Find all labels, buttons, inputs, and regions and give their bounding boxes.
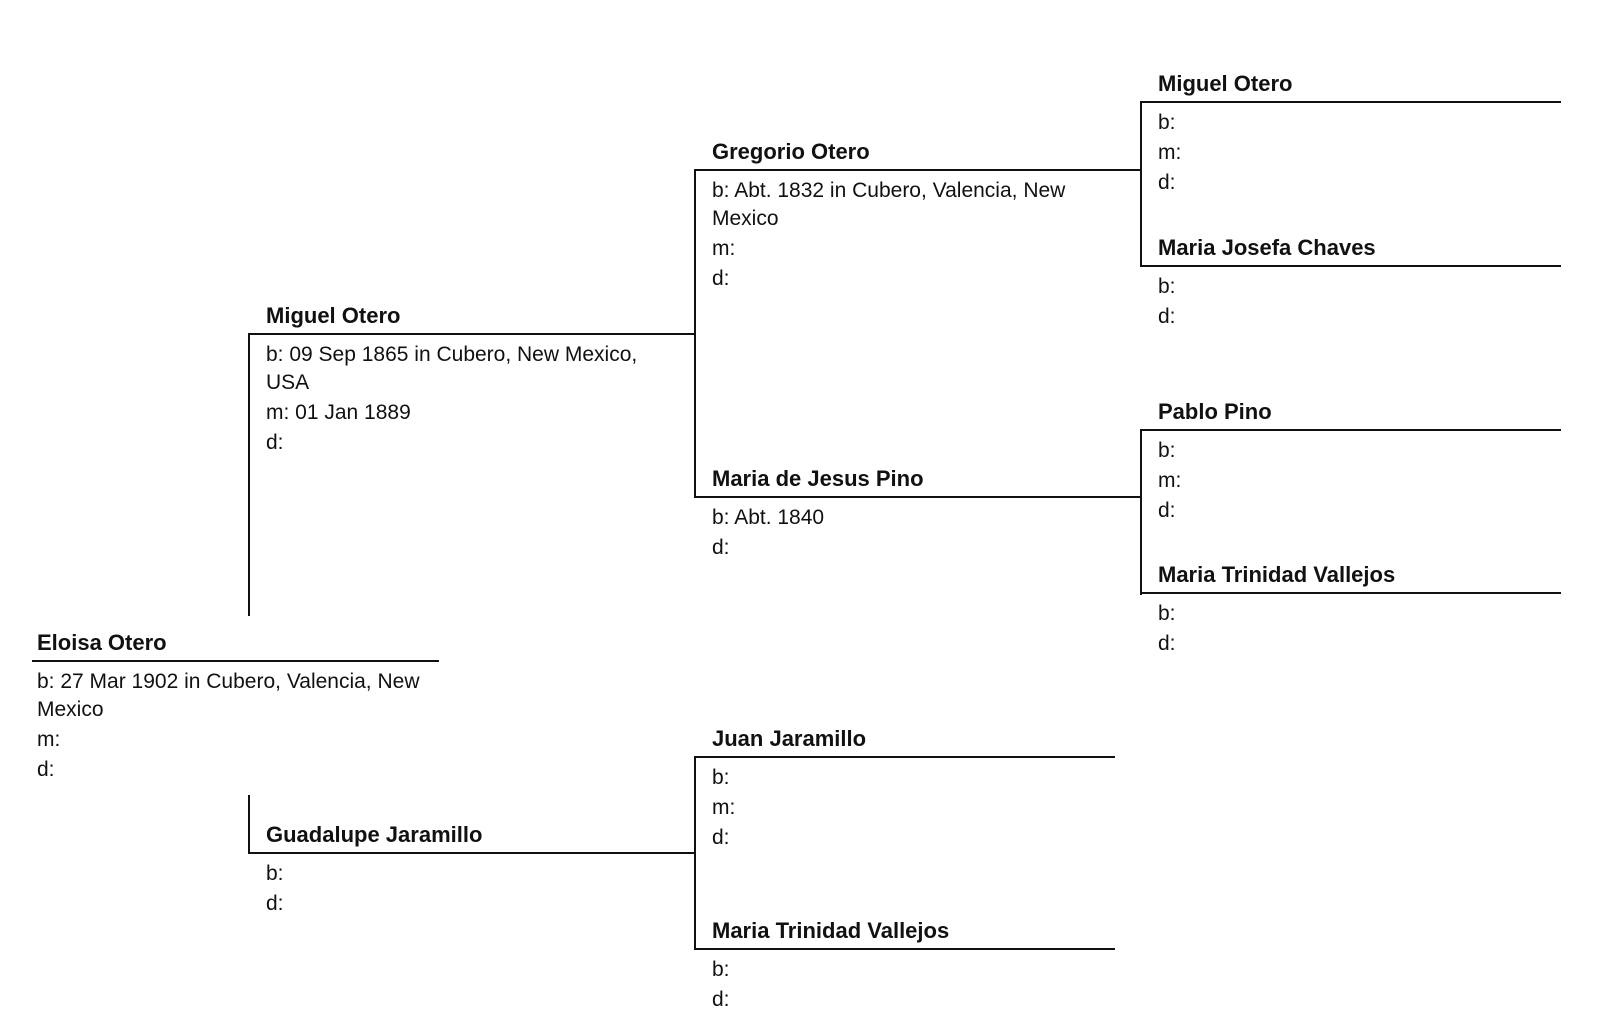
marriage-info: m: [712,796,736,819]
person-details-maternal-grandmother: b: d: [712,956,1102,1016]
line-paternal-grandmother [694,496,1142,498]
person-name-paternal-grandmother: Maria de Jesus Pino [712,466,924,491]
person-details-root: b: 27 Mar 1902 in Cubero, Valencia, New … [37,668,437,786]
death-info: d: [266,431,284,454]
birth-info: b: 09 Sep 1865 in Cubero, New Mexico, US… [266,343,638,394]
person-name-maternal-grandmother: Maria Trinidad Vallejos [712,918,950,943]
line-ggf-1 [1140,101,1561,103]
person-name-ggf-2: Pablo Pino [1158,399,1272,424]
birth-info: b: Abt. 1832 in Cubero, Valencia, New Me… [712,179,1066,230]
marriage-info: m: [1158,469,1182,492]
person-name-father: Miguel Otero [266,303,401,328]
birth-info: b: [712,958,730,981]
person-details-mother: b: d: [266,860,676,920]
birth-info: b: [266,862,284,885]
line-ggp-1 [1140,102,1142,267]
person-details-ggm-2: b: d: [1158,600,1558,660]
line-paternal-grandfather [694,169,1142,171]
marriage-info: m: [1158,141,1182,164]
line-mother [248,852,696,854]
death-info: d: [37,758,55,781]
birth-info: b: [1158,275,1176,298]
person-name-ggm-2: Maria Trinidad Vallejos [1158,562,1396,587]
death-info: d: [712,267,730,290]
person-details-ggf-2: b: m: d: [1158,437,1558,527]
person-name-maternal-grandfather: Juan Jaramillo [712,726,867,751]
death-info: d: [712,826,730,849]
marriage-info: m: 01 Jan 1889 [266,401,411,424]
person-details-paternal-grandfather: b: Abt. 1832 in Cubero, Valencia, New Me… [712,177,1122,295]
line-root [32,660,439,662]
line-maternal-grandmother [694,948,1115,950]
death-info: d: [1158,171,1176,194]
line-paternal-grandparents [694,170,696,498]
line-ggp-2 [1140,430,1142,595]
birth-info: b: [1158,602,1176,625]
person-details-maternal-grandfather: b: m: d: [712,764,1102,854]
person-details-ggf-1: b: m: d: [1158,109,1558,199]
line-mother-branch [248,795,250,854]
person-details-paternal-grandmother: b: Abt. 1840 d: [712,504,1122,564]
death-info: d: [712,988,730,1011]
person-details-father: b: 09 Sep 1865 in Cubero, New Mexico, US… [266,341,676,459]
death-info: d: [1158,499,1176,522]
death-info: d: [1158,305,1176,328]
birth-info: b: [1158,439,1176,462]
person-name-mother: Guadalupe Jaramillo [266,822,483,847]
line-maternal-grandfather [694,756,1115,758]
person-name-paternal-grandfather: Gregorio Otero [712,139,870,164]
birth-info: b: 27 Mar 1902 in Cubero, Valencia, New … [37,670,420,721]
person-name-root: Eloisa Otero [37,630,167,655]
death-info: d: [1158,632,1176,655]
person-details-ggm-1: b: d: [1158,273,1558,333]
line-ggf-2 [1140,429,1561,431]
birth-info: b: [1158,111,1176,134]
line-ggm-2 [1140,592,1561,594]
person-name-ggf-1: Miguel Otero [1158,71,1293,96]
death-info: d: [266,892,284,915]
line-ggm-1 [1140,265,1561,267]
line-father-branch [248,334,250,616]
marriage-info: m: [37,728,61,751]
line-father [248,333,696,335]
death-info: d: [712,536,730,559]
birth-info: b: Abt. 1840 [712,506,825,529]
marriage-info: m: [712,237,736,260]
birth-info: b: [712,766,730,789]
line-maternal-grandparents [694,757,696,950]
person-name-ggm-1: Maria Josefa Chaves [1158,235,1376,260]
